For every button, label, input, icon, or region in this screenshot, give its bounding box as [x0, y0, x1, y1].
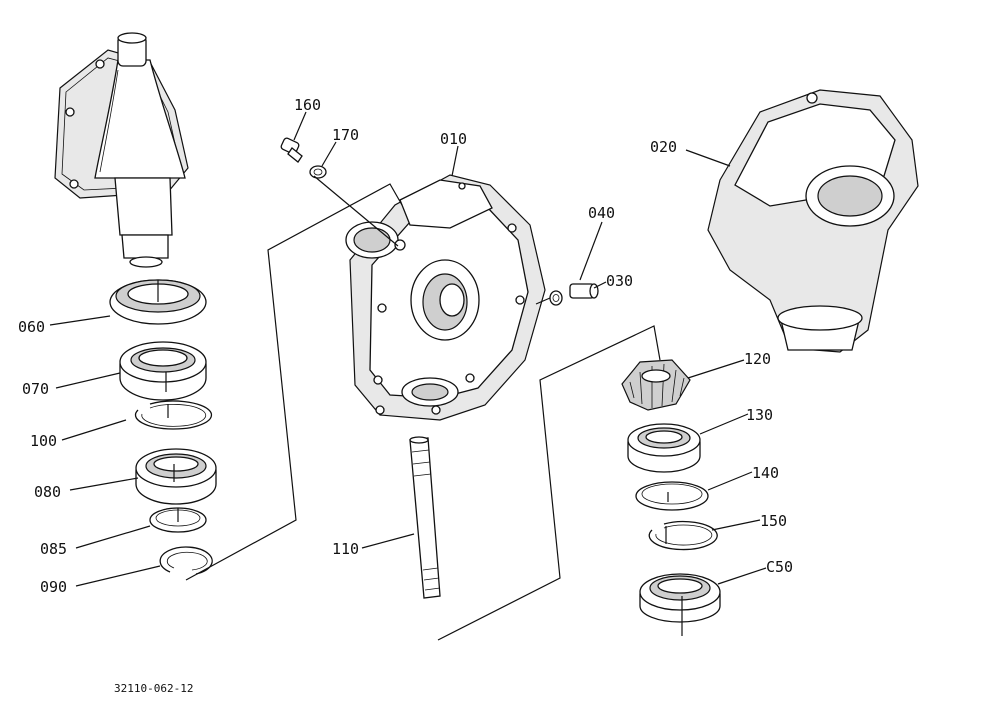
label-070: 070	[22, 380, 49, 398]
drawing-code: 32110-062-12	[114, 682, 193, 695]
bevel-gear-120	[621, 359, 691, 411]
part-labels: 060 070 100 080 085 090 160 170 010 020 …	[18, 96, 793, 596]
label-030: 030	[606, 272, 633, 290]
ball-bearing-130	[627, 423, 701, 473]
shaft-110	[409, 436, 441, 599]
label-100: 100	[30, 432, 57, 450]
label-110: 110	[332, 540, 359, 558]
housing-020	[707, 89, 919, 353]
snap-ring-150	[648, 520, 718, 551]
label-150: 150	[760, 512, 787, 530]
label-140: 140	[752, 464, 779, 482]
washer-170	[309, 165, 327, 179]
washer-040	[549, 290, 563, 306]
label-170: 170	[332, 126, 359, 144]
label-080: 080	[34, 483, 61, 501]
leader-lines	[49, 111, 767, 587]
label-085: 085	[40, 540, 67, 558]
label-010: 010	[440, 130, 467, 148]
label-020: 020	[650, 138, 677, 156]
oil-seal-050	[639, 573, 721, 623]
label-060: 060	[18, 318, 45, 336]
ring-140	[635, 481, 709, 511]
ball-bearing-070	[119, 341, 207, 401]
bolt-160	[280, 137, 303, 163]
label-120: 120	[744, 350, 771, 368]
ball-bearing-080	[135, 448, 217, 505]
gear-case-010	[345, 174, 546, 421]
label-040: 040	[588, 204, 615, 222]
bearing-cover-housing	[54, 32, 189, 268]
label-050: C50	[766, 558, 793, 576]
label-130: 130	[746, 406, 773, 424]
assembly-lines	[157, 175, 683, 641]
label-160: 160	[294, 96, 321, 114]
snap-ring-100	[134, 400, 213, 430]
label-090: 090	[40, 578, 67, 596]
plug-030	[569, 283, 599, 299]
